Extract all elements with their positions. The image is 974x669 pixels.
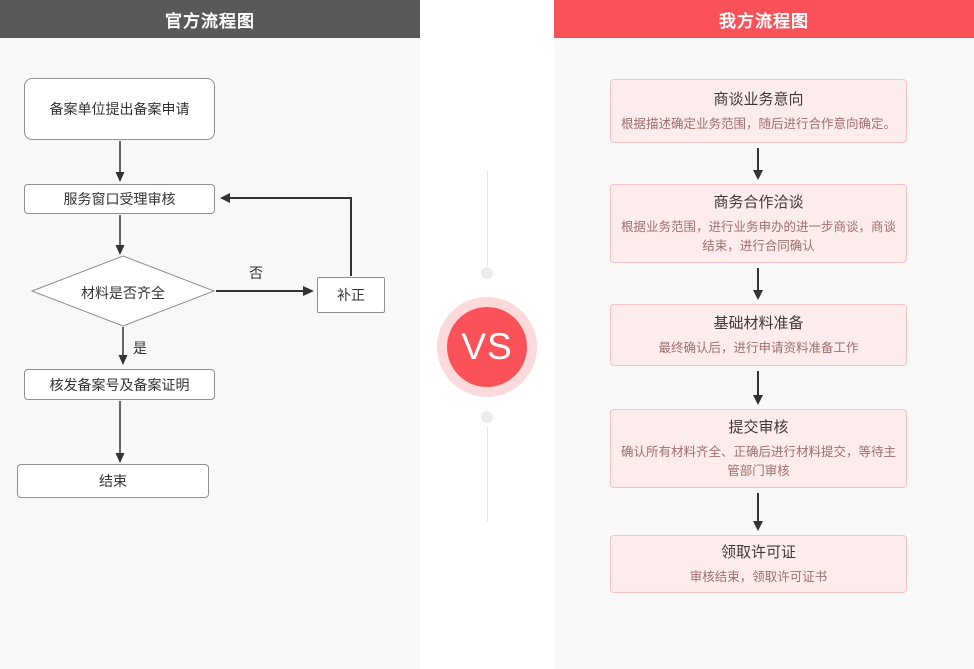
node-fix: 补正 xyxy=(317,277,385,313)
vs-badge: VS xyxy=(437,297,537,397)
node-apply: 备案单位提出备案申请 xyxy=(24,78,215,140)
official-flow-header: 官方流程图 xyxy=(0,0,420,38)
node-decision-label: 材料是否齐全 xyxy=(81,285,165,301)
vs-badge-label: VS xyxy=(447,307,527,387)
arrow-ourstep2-to-ourstep3 xyxy=(753,268,763,300)
our-step-get-license: 领取许可证 审核结束，领取许可证书 xyxy=(610,535,907,593)
step-desc: 最终确认后，进行申请资料准备工作 xyxy=(658,340,859,355)
arrow-ourstep1-to-ourstep2 xyxy=(753,148,763,180)
node-end: 结束 xyxy=(17,464,209,498)
arrow-step1-to-step2 xyxy=(115,141,125,182)
our-step-submit-review: 提交审核 确认所有材料齐全、正确后进行材料提交，等待主管部门审核 xyxy=(610,409,907,488)
node-window-review: 服务窗口受理审核 xyxy=(24,184,215,214)
our-step-prepare-materials: 基础材料准备 最终确认后，进行申请资料准备工作 xyxy=(610,304,907,366)
step-title: 基础材料准备 xyxy=(713,314,804,332)
divider-dot-bottom-icon xyxy=(481,411,493,423)
step-desc: 根据业务范围，进行业务申办的进一步商谈，商谈结束，进行合同确认 xyxy=(620,219,896,253)
node-issue-certificate: 核发备案号及备案证明 xyxy=(24,369,215,400)
our-step-business-talks: 商务合作洽谈 根据业务范围，进行业务申办的进一步商谈，商谈结束，进行合同确认 xyxy=(610,184,907,263)
divider-dot-top-icon xyxy=(481,267,493,279)
step-desc: 确认所有材料齐全、正确后进行材料提交，等待主管部门审核 xyxy=(620,444,896,478)
step-title: 商谈业务意向 xyxy=(713,90,804,108)
arrow-decision-no-to-fix xyxy=(216,286,314,296)
official-flow-panel: 官方流程图 xyxy=(0,0,420,669)
arrow-decision-yes-to-step3 xyxy=(118,327,128,365)
our-flow-header: 我方流程图 xyxy=(554,0,974,38)
divider-line-bottom xyxy=(487,426,488,522)
arrow-step3-to-end xyxy=(115,401,125,463)
branch-no-label: 否 xyxy=(249,265,263,281)
step-title: 商务合作洽谈 xyxy=(713,193,804,211)
arrow-ourstep3-to-ourstep4 xyxy=(753,371,763,405)
step-title: 领取许可证 xyxy=(720,543,796,561)
step-desc: 根据描述确定业务范围，随后进行合作意向确定。 xyxy=(620,116,896,131)
arrow-step2-to-decision xyxy=(115,215,125,255)
divider-line-top xyxy=(487,170,488,266)
our-step-negotiate-intent: 商谈业务意向 根据描述确定业务范围，随后进行合作意向确定。 xyxy=(610,79,907,143)
step-desc: 审核结束，领取许可证书 xyxy=(689,569,828,584)
step-title: 提交审核 xyxy=(728,418,789,436)
branch-yes-label: 是 xyxy=(133,340,147,356)
arrow-fix-back-to-step2 xyxy=(220,193,352,276)
our-flow-panel: 我方流程图 商谈业务意向 根据描述确定业务范围，随后进行合作意向确定。 xyxy=(554,0,974,669)
arrow-ourstep4-to-ourstep5 xyxy=(753,493,763,531)
